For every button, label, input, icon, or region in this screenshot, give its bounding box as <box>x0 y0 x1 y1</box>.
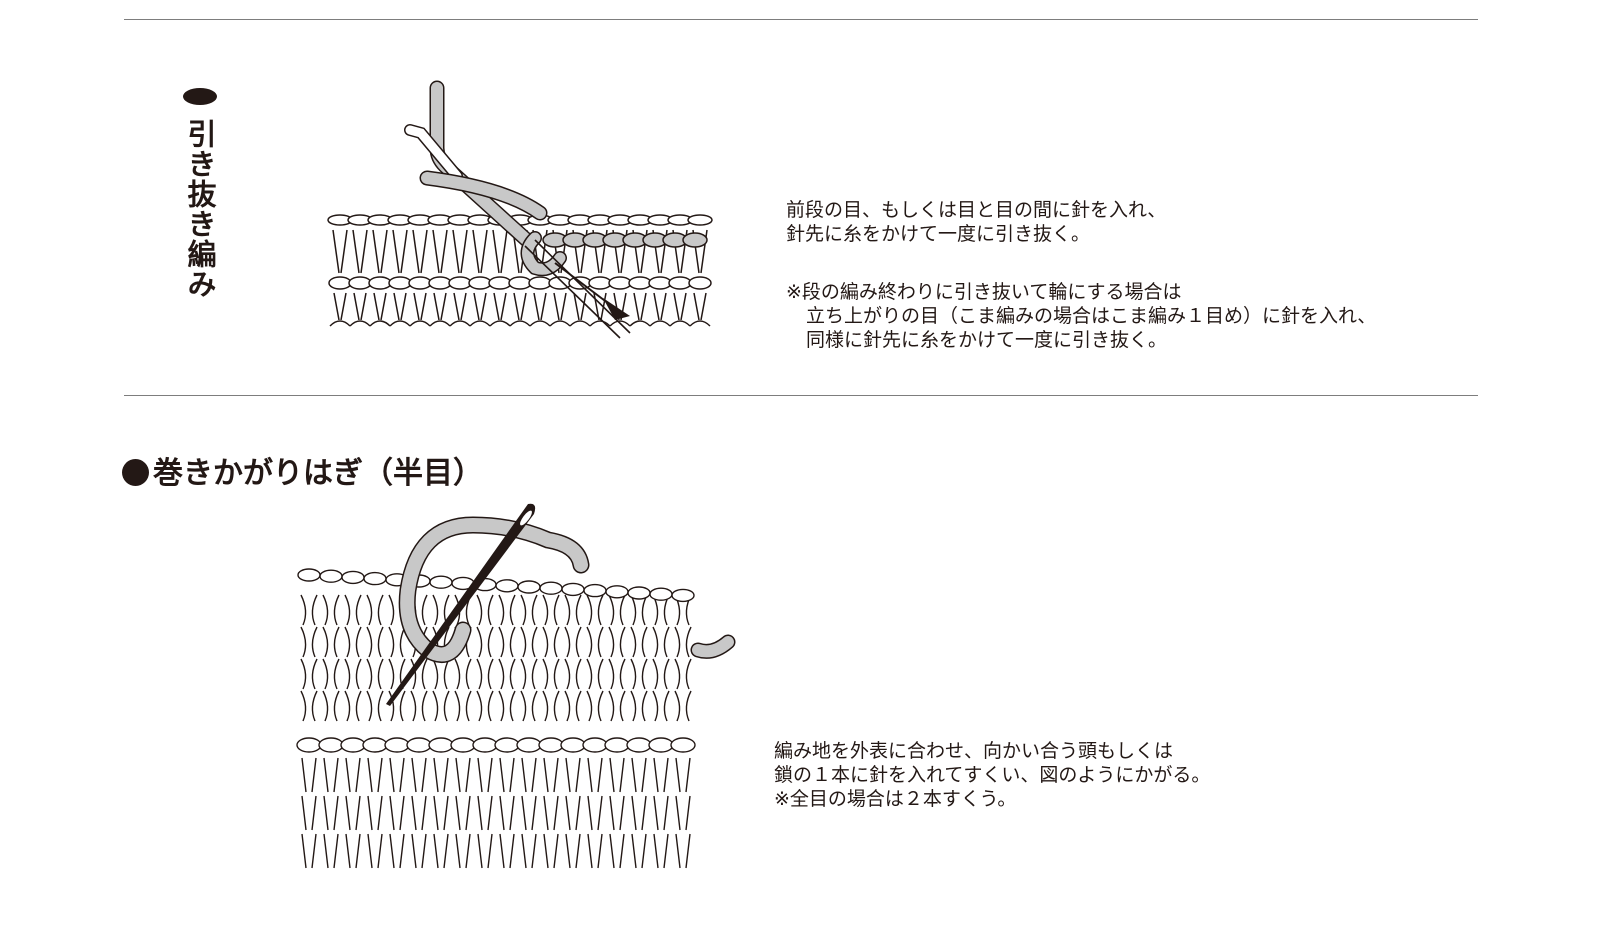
top-divider <box>124 19 1478 20</box>
section2-heading: 巻きかがりはぎ（半目） <box>122 448 483 492</box>
section1-desc-line-2: 針先に糸をかけて一度に引き抜く。 <box>786 223 1091 245</box>
section2-title: 巻きかがりはぎ（半目） <box>153 456 483 491</box>
whip-stitch-seam-illustration <box>296 503 736 869</box>
section1-desc-line-1: 前段の目、もしくは目と目の間に針を入れ、 <box>786 199 1167 221</box>
section1-note-line-3: 同様に針先に糸をかけて一度に引き抜く。 <box>806 329 1168 351</box>
section2-desc-line-1: 編み地を外表に合わせ、向かい合う頭もしくは <box>774 740 1174 762</box>
section1-description: 前段の目、もしくは目と目の間に針を入れ、 針先に糸をかけて一度に引き抜く。 <box>786 198 1166 246</box>
section1-title: 引き抜き編み <box>183 119 217 299</box>
slip-stitch-illustration <box>327 80 713 339</box>
section1-note-line-1: ※段の編み終わりに引き抜いて輪にする場合は <box>786 281 1182 303</box>
bullet-dot <box>183 88 217 105</box>
bullet-dot <box>122 459 149 486</box>
section1-note: ※段の編み終わりに引き抜いて輪にする場合は 立ち上がりの目（こま編みの場合はこま… <box>786 280 1376 352</box>
section2-desc-line-2: 鎖の１本に針を入れてすくい、図のようにかがる。 <box>774 764 1211 786</box>
section1-note-line-2: 立ち上がりの目（こま編みの場合はこま編み１目め）に針を入れ、 <box>806 305 1377 327</box>
middle-divider <box>124 395 1478 396</box>
section2-desc-line-3: ※全目の場合は２本すくう。 <box>774 788 1017 810</box>
section1-heading: 引き抜き編み <box>182 88 218 299</box>
section2-description: 編み地を外表に合わせ、向かい合う頭もしくは 鎖の１本に針を入れてすくい、図のよう… <box>774 739 1210 811</box>
